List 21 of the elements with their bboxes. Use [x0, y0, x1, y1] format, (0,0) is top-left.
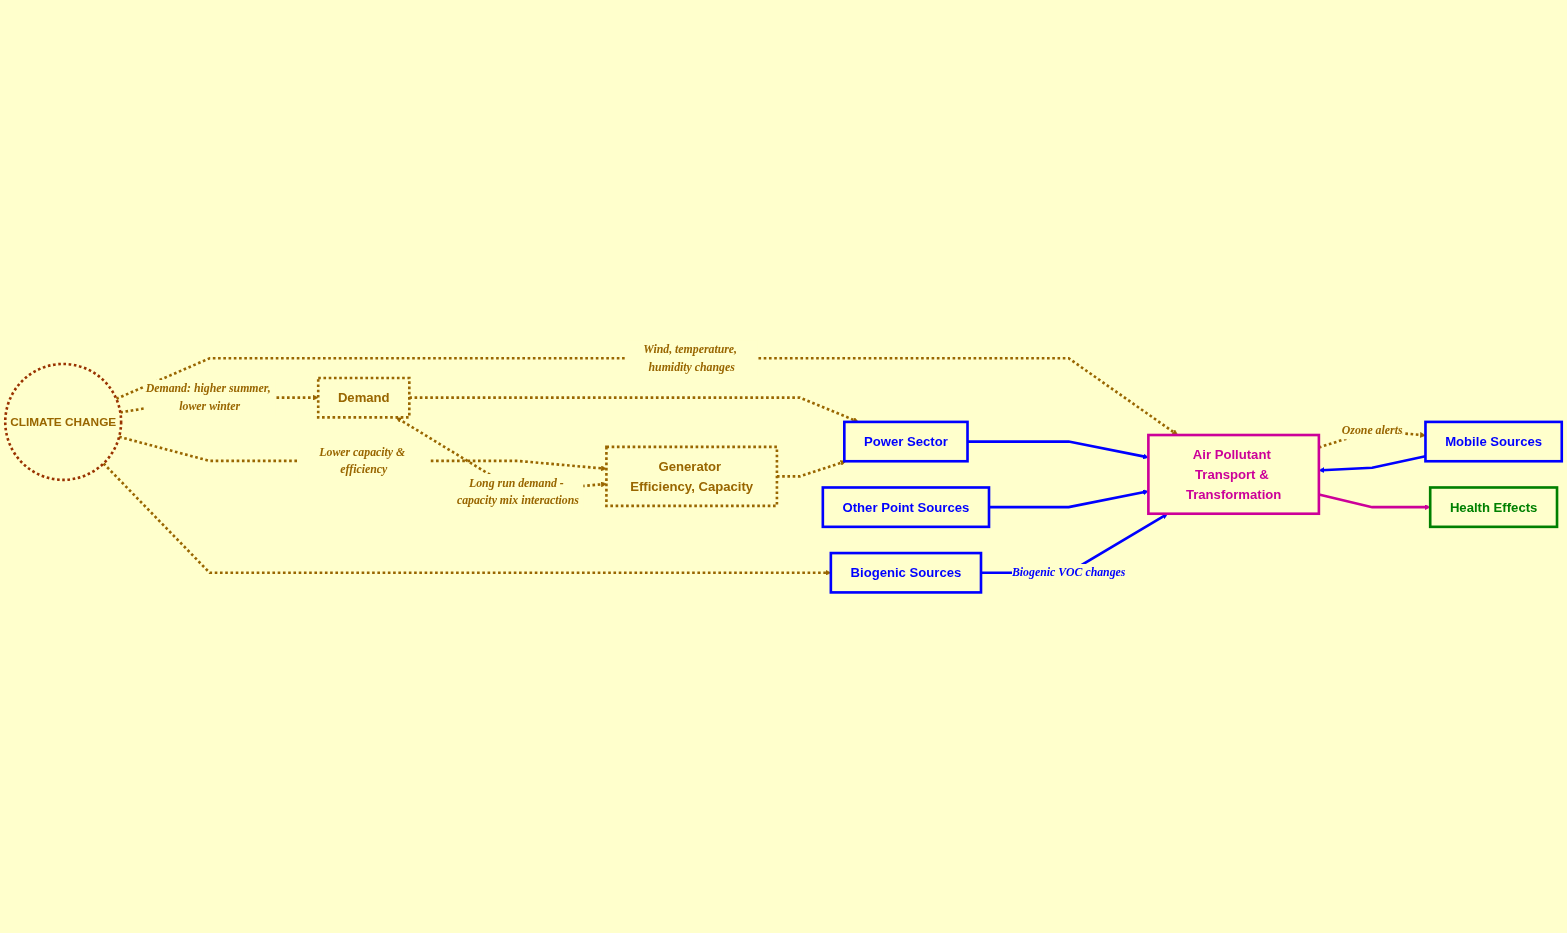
node-box: Power Sector: [843, 420, 969, 463]
arrow: [1318, 493, 1431, 511]
edge-label: Biogenic VOC changes: [1011, 565, 1126, 579]
edge-label: Lower capacity & efficiency: [319, 445, 406, 477]
arrow: [989, 489, 1149, 509]
node-circle: CLIMATE CHANGE: [3, 362, 123, 482]
node-box: Mobile Sources: [1424, 420, 1564, 463]
edge-label: Ozone alerts: [1341, 423, 1403, 437]
node-box: Health Effects: [1428, 486, 1559, 529]
arrow: [1318, 455, 1426, 473]
edge-label: Demand: higher summer, lower winter: [145, 381, 271, 413]
edge-label: Long run demand - capacity mix interactions: [456, 476, 579, 507]
arrow: [776, 460, 847, 478]
arrow: [115, 357, 1178, 436]
node-box: Biogenic Sources: [829, 551, 983, 594]
node-box: Demand: [316, 376, 411, 419]
node-box: Other Point Sources: [821, 486, 991, 529]
edge-label: Wind, temperature, humidity changes: [643, 342, 738, 374]
arrow: [967, 440, 1149, 460]
node-box: Generator Efficiency, Capacity: [605, 445, 779, 508]
node-box: Air Pollutant Transport & Transformation: [1147, 433, 1321, 516]
